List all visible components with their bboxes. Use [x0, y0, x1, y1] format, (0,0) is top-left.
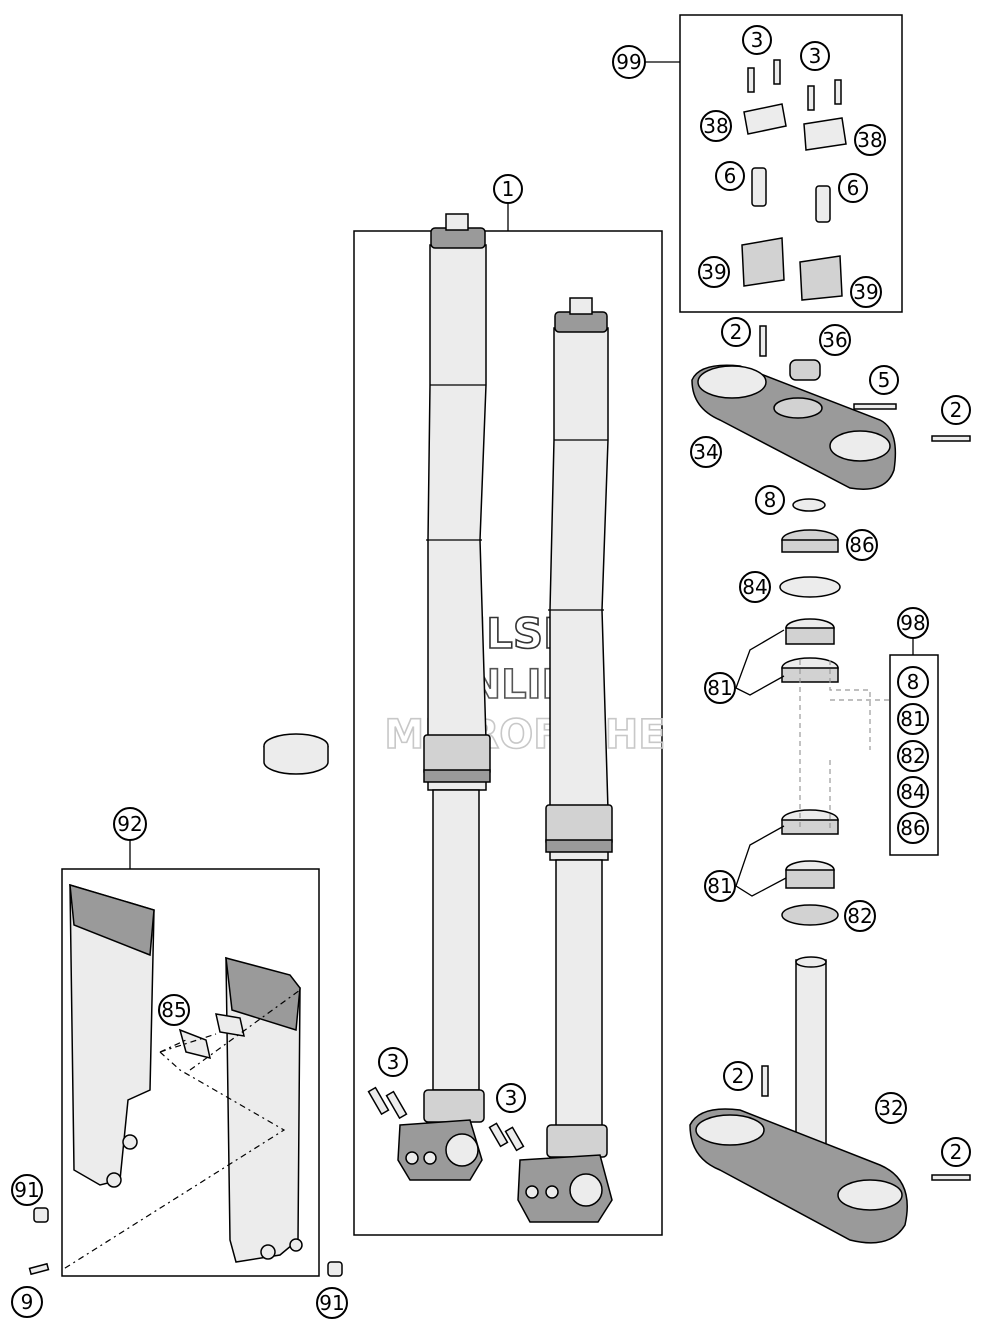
svg-text:6: 6	[724, 164, 737, 188]
callout-lower-triple-clamp[interactable]: 32	[875, 1092, 907, 1124]
callout-top-nut[interactable]: 36	[819, 324, 851, 356]
bearing-stack	[779, 498, 841, 926]
svg-text:8: 8	[907, 670, 920, 694]
steering-tube-outline	[799, 660, 890, 830]
svg-text:98: 98	[900, 611, 925, 635]
fork-guard-right	[225, 956, 303, 1263]
callout-bearing-upper[interactable]: 81	[704, 672, 736, 704]
svg-text:2: 2	[950, 1140, 963, 1164]
callout-bushing-left[interactable]: 6	[715, 161, 745, 191]
svg-text:82: 82	[847, 904, 872, 928]
svg-text:38: 38	[703, 114, 728, 138]
callout-race-ring[interactable]: 84	[739, 571, 771, 603]
callout-axle-screw-right[interactable]: 3	[496, 1083, 526, 1113]
callout-kit-item-81[interactable]: 81	[897, 703, 929, 735]
svg-text:2: 2	[732, 1064, 745, 1088]
callout-kit-item-8[interactable]: 8	[897, 666, 929, 698]
fork-guard-left	[69, 883, 155, 1188]
callout-kit-item-82[interactable]: 82	[897, 740, 929, 772]
svg-text:32: 32	[878, 1096, 903, 1120]
svg-text:5: 5	[878, 368, 891, 392]
svg-text:86: 86	[900, 816, 925, 840]
callout-guard-bracket[interactable]: 85	[158, 994, 190, 1026]
axle-screws-right	[488, 1122, 525, 1152]
callout-bar-mount-right[interactable]: 39	[850, 276, 882, 308]
svg-text:81: 81	[707, 874, 732, 898]
callout-lower-side-screw[interactable]: 2	[941, 1137, 971, 1167]
guard-set-frame	[61, 868, 320, 1277]
svg-text:82: 82	[900, 744, 925, 768]
callout-o-ring[interactable]: 8	[755, 485, 785, 515]
top-triple-clamp	[691, 325, 971, 490]
callout-dust-seal[interactable]: 86	[846, 529, 878, 561]
callout-top-triple-clamp[interactable]: 34	[690, 436, 722, 468]
callout-top-center-screw[interactable]: 5	[869, 365, 899, 395]
svg-text:38: 38	[857, 128, 882, 152]
callout-fork-assembly[interactable]: 1	[493, 174, 523, 204]
svg-text:84: 84	[742, 575, 767, 599]
callout-bearing-kit[interactable]: 98	[897, 607, 929, 639]
svg-text:92: 92	[117, 812, 142, 836]
svg-text:39: 39	[701, 260, 726, 284]
callout-lower-seal[interactable]: 82	[844, 900, 876, 932]
callout-bolt-left-upper[interactable]: 91	[11, 1174, 43, 1206]
callout-top-screw[interactable]: 2	[721, 317, 751, 347]
svg-text:34: 34	[693, 440, 718, 464]
svg-text:84: 84	[900, 780, 925, 804]
callout-kit-item-84[interactable]: 84	[897, 776, 929, 808]
svg-text:91: 91	[14, 1178, 39, 1202]
svg-text:39: 39	[853, 280, 878, 304]
svg-text:6: 6	[847, 176, 860, 200]
svg-text:91: 91	[319, 1291, 344, 1315]
svg-text:3: 3	[505, 1086, 518, 1110]
callout-clamp-right[interactable]: 38	[854, 124, 886, 156]
guard-brackets	[178, 1013, 245, 1060]
svg-text:81: 81	[707, 676, 732, 700]
callout-top-kit[interactable]: 99	[612, 45, 646, 79]
guard-bolts	[28, 1207, 343, 1277]
svg-text:1: 1	[502, 177, 515, 201]
axle-screws-left	[367, 1086, 408, 1120]
top-kit-parts	[741, 59, 847, 301]
fork-leg-left	[397, 213, 491, 1181]
bearing-kit-frame	[889, 654, 939, 856]
svg-text:3: 3	[751, 28, 764, 52]
svg-text:8: 8	[764, 488, 777, 512]
svg-text:2: 2	[950, 398, 963, 422]
svg-text:2: 2	[730, 320, 743, 344]
callout-bar-mount-left[interactable]: 39	[698, 256, 730, 288]
svg-text:85: 85	[161, 998, 186, 1022]
callout-bearing-lower[interactable]: 81	[704, 870, 736, 902]
callout-clamp-left[interactable]: 38	[700, 110, 732, 142]
callout-bolt-left-lower[interactable]: 9	[11, 1286, 43, 1318]
callout-axle-screw-left[interactable]: 3	[378, 1047, 408, 1077]
top-kit-frame	[679, 14, 903, 313]
svg-text:3: 3	[809, 44, 822, 68]
callout-kit-screw-left[interactable]: 3	[742, 25, 772, 55]
fork-ring	[263, 733, 329, 775]
svg-text:99: 99	[616, 50, 641, 74]
callout-kit-item-86[interactable]: 86	[897, 812, 929, 844]
svg-text:86: 86	[849, 533, 874, 557]
svg-text:9: 9	[21, 1290, 34, 1314]
callout-top-side-screw[interactable]: 2	[941, 395, 971, 425]
callout-bushing-right[interactable]: 6	[838, 173, 868, 203]
callout-kit-screw-right[interactable]: 3	[800, 41, 830, 71]
lower-triple-clamp	[689, 956, 971, 1244]
callout-lower-screw[interactable]: 2	[723, 1061, 753, 1091]
callout-guard-set[interactable]: 92	[113, 807, 147, 841]
bearing-leaders	[735, 629, 787, 897]
svg-text:81: 81	[900, 707, 925, 731]
svg-text:3: 3	[387, 1050, 400, 1074]
callout-bolt-right-lower[interactable]: 91	[316, 1287, 348, 1319]
svg-text:36: 36	[822, 328, 847, 352]
fork-leg-right	[517, 297, 613, 1223]
